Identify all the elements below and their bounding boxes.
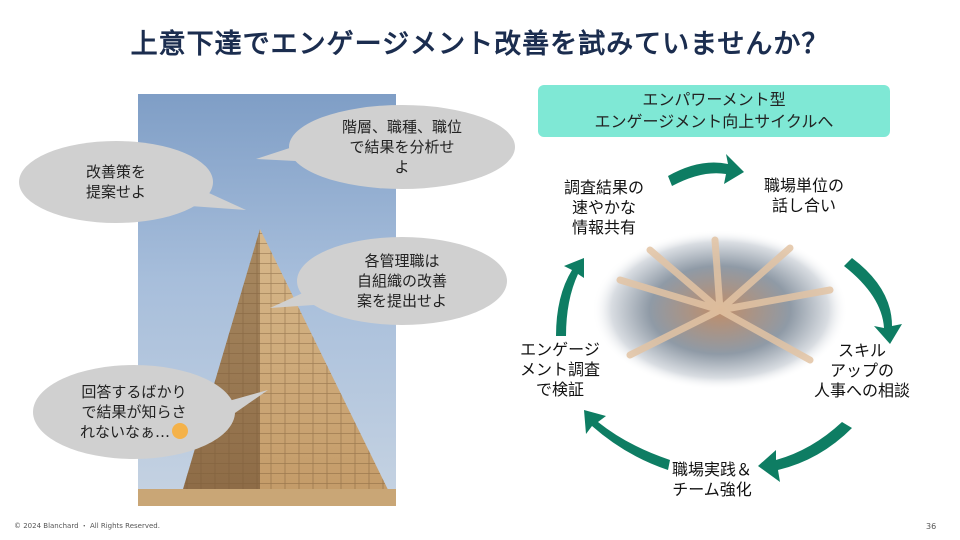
bubble-line: 提案せよ <box>85 183 146 201</box>
bubble-line: 自組織の改善 <box>356 272 447 290</box>
step-share-results: 調査結果の 速やかな 情報共有 <box>548 178 660 238</box>
step-line: アップの <box>829 361 894 380</box>
bubble-line: 階層、職種、職位 <box>341 118 462 136</box>
bubble-line: 改善策を <box>85 163 146 181</box>
slide-title: 上意下達でエンゲージメント改善を試みていませんか？ <box>130 29 830 60</box>
cycle-header-line: エンゲージメント向上サイクルへ <box>594 112 834 131</box>
step-line: 話し合い <box>771 196 836 215</box>
bubble-line: 案を提出せよ <box>356 292 447 310</box>
step-workplace-discussion: 職場単位の 話し合い <box>752 176 856 216</box>
cycle-header-line: エンパワーメント型 <box>642 90 786 109</box>
page-number: 36 <box>926 522 937 531</box>
step-line: 職場単位の <box>763 176 844 195</box>
arrow-left-icon <box>556 258 584 336</box>
bubble-line: 回答するばかり <box>81 383 187 401</box>
arrow-top-icon <box>668 154 744 186</box>
cycle-diagram <box>556 154 902 482</box>
arrow-right-icon <box>844 258 902 344</box>
bubble-line: よ <box>394 158 410 176</box>
arrow-bottom-left-icon <box>584 410 670 470</box>
step-line: エンゲージ <box>520 340 600 359</box>
step-engagement-survey: エンゲージ メント調査 で検証 <box>508 340 612 400</box>
speech-bubble-left: 改善策を 提案せよ <box>18 140 246 224</box>
bubble-line: れないなぁ… <box>80 422 188 442</box>
copyright-footer: © 2024 Blanchard ・ All Rights Reserved. <box>14 522 160 530</box>
step-workplace-practice: 職場実践＆ チーム強化 <box>656 460 768 500</box>
cycle-arrows <box>556 154 902 482</box>
step-line: 職場実践＆ <box>671 460 752 479</box>
step-line: 人事への相談 <box>813 381 910 400</box>
bubble-line: 各管理職は <box>364 252 440 270</box>
speech-bubble-top-right: 階層、職種、職位 で結果を分析せ よ <box>256 104 516 190</box>
step-line: メント調査 <box>519 360 600 379</box>
step-line: スキル <box>837 341 886 360</box>
cycle-header: エンパワーメント型 エンゲージメント向上サイクルへ <box>538 85 890 137</box>
step-line: で検証 <box>535 380 584 399</box>
step-line: 調査結果の <box>563 178 644 197</box>
bubble-line: で結果が知らさ <box>81 403 187 421</box>
step-skill-up: スキル アップの 人事への相談 <box>798 341 926 401</box>
sad-face-emoji-icon <box>172 423 188 439</box>
speech-bubble-middle-right: 各管理職は 自組織の改善 案を提出せよ <box>270 236 508 326</box>
step-line: チーム強化 <box>672 480 752 499</box>
bubble-line: で結果を分析せ <box>349 138 455 156</box>
arrow-bottom-right-icon <box>758 422 852 482</box>
step-line: 情報共有 <box>571 218 636 237</box>
step-line: 速やかな <box>571 198 636 217</box>
hands-rays <box>616 236 834 364</box>
speech-bubble-bottom-left: 回答するばかり で結果が知らさ れないなぁ… <box>32 364 268 460</box>
